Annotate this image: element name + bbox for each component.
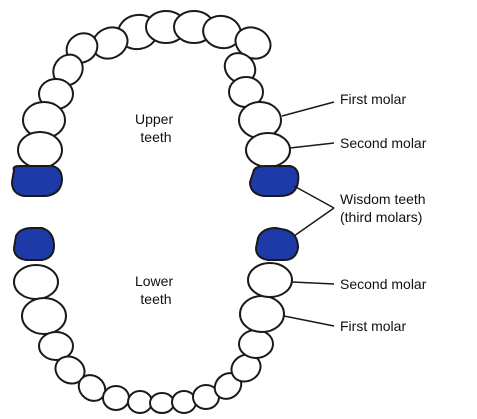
upper-wisdom-tooth-right xyxy=(250,166,298,196)
lower-tooth xyxy=(22,298,66,334)
callout-upper-second-molar: Second molar xyxy=(340,135,427,151)
upper-arch xyxy=(12,11,298,196)
callout-upper-first-molar: First molar xyxy=(340,91,406,107)
callout-lower-first-molar: First molar xyxy=(340,318,406,334)
upper-teeth-label: Upper teeth xyxy=(135,111,177,145)
lower-second-molar-tooth xyxy=(248,263,292,297)
upper-wisdom-tooth-left xyxy=(12,166,62,196)
lower-first-molar-tooth xyxy=(240,296,284,332)
leader-wisdom-lower xyxy=(294,208,334,236)
lower-wisdom-tooth-right xyxy=(256,228,298,260)
lower-teeth-label: Lower teeth xyxy=(135,273,177,307)
leader-wisdom-upper xyxy=(294,186,334,208)
leader-lower-first-molar xyxy=(284,316,334,326)
callout-lower-second-molar: Second molar xyxy=(340,276,427,292)
upper-second-molar-tooth xyxy=(246,133,290,167)
upper-first-molar-tooth xyxy=(239,102,281,138)
lower-wisdom-tooth-left xyxy=(14,228,54,260)
lower-tooth xyxy=(128,391,152,413)
lower-tooth xyxy=(239,330,273,358)
leader-lower-second-molar xyxy=(292,282,334,284)
callout-wisdom-teeth: Wisdom teeth (third molars) xyxy=(340,191,429,225)
lower-tooth xyxy=(150,393,174,413)
lower-arch xyxy=(14,228,298,413)
leader-upper-second-molar xyxy=(290,143,334,148)
upper-tooth xyxy=(18,132,62,168)
lower-tooth xyxy=(103,386,129,410)
lower-tooth xyxy=(14,265,58,299)
leader-upper-first-molar xyxy=(282,102,334,116)
